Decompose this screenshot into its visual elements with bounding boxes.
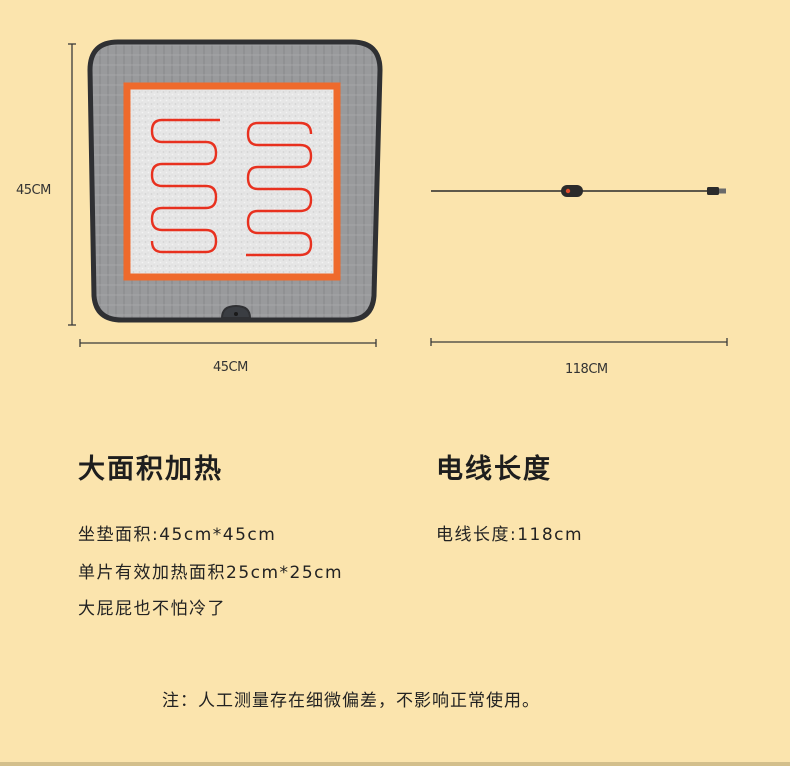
width-label: 45CM [213,360,248,375]
slogan-text: 大屁屁也不怕冷了 [78,599,226,619]
right-heading: 电线长度 [436,454,552,485]
height-label: 45CM [16,183,51,198]
height-dimension-line [68,43,76,326]
heating-area-text: 单片有效加热面积25cm*25cm [78,563,344,583]
inline-switch [561,185,583,197]
cable-dimension-line [430,338,728,346]
cable-length-label: 118CM [565,362,608,377]
usb-plug [707,187,719,195]
bottom-divider [0,762,790,766]
heating-wire-right [246,121,313,257]
seat-cushion [87,39,383,323]
left-heading: 大面积加热 [78,454,223,485]
heating-wire-left [150,118,220,254]
heating-panel [127,86,337,277]
cushion-area-text: 坐垫面积:45cm*45cm [78,525,277,545]
heating-frame [123,82,341,281]
power-cable [431,185,726,197]
cable-length-text: 电线长度:118cm [436,525,584,545]
width-dimension-line [79,339,377,347]
measurement-note: 注：人工测量存在细微偏差，不影响正常使用。 [162,691,540,711]
